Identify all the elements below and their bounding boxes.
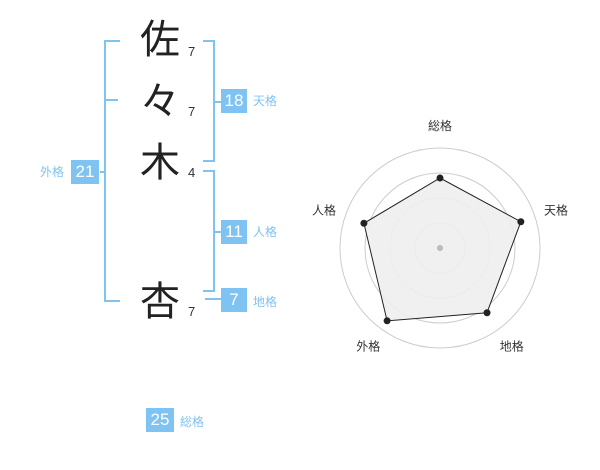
- radar-point-4: [360, 219, 368, 227]
- stroke-count-4: 7: [188, 304, 196, 319]
- radar-point-0: [436, 174, 444, 182]
- name-char-3: 木: [140, 140, 180, 186]
- soukaku-value: 25: [146, 408, 174, 432]
- gaikaku-bracket-connector: [100, 171, 106, 173]
- jinkaku-label: 人格: [253, 225, 278, 239]
- name-char-2: 々: [140, 79, 180, 125]
- stroke-count-1: 7: [188, 44, 196, 59]
- jinkaku-value: 11: [221, 220, 247, 244]
- chikaku-label: 地格: [253, 295, 278, 309]
- chikaku-bracket: [205, 298, 221, 300]
- radar-ring-3: [364, 172, 516, 324]
- chikaku-value: 7: [221, 288, 247, 312]
- radar-axis-label-4: 人格: [312, 202, 336, 217]
- gaikaku-bracket-tick: [104, 99, 118, 101]
- jinkaku-bracket-connector: [213, 231, 221, 233]
- gaikaku-value: 21: [71, 160, 99, 184]
- stroke-count-3: 4: [188, 165, 196, 180]
- tenkaku-bracket-connector: [213, 101, 221, 103]
- radar-point-3: [383, 317, 391, 325]
- soukaku-label: 総格: [180, 415, 205, 429]
- radar-axis-label-1: 天格: [544, 202, 568, 217]
- radar-point-2: [483, 309, 491, 317]
- name-char-4: 杏: [140, 279, 180, 325]
- radar-axis-label-2: 地格: [500, 339, 524, 354]
- tenkaku-value: 18: [221, 89, 247, 113]
- name-char-1: 佐: [140, 17, 180, 63]
- radar-axis-label-0: 総格: [428, 118, 452, 133]
- radar-axis-label-3: 外格: [356, 339, 380, 354]
- gaikaku-bracket: [104, 40, 120, 302]
- gaikaku-label: 外格: [40, 165, 65, 179]
- radar-center-dot: [437, 245, 443, 251]
- radar-ring-4: [339, 147, 541, 349]
- tenkaku-label: 天格: [253, 94, 278, 108]
- stroke-count-2: 7: [188, 104, 196, 119]
- radar-point-1: [517, 218, 525, 226]
